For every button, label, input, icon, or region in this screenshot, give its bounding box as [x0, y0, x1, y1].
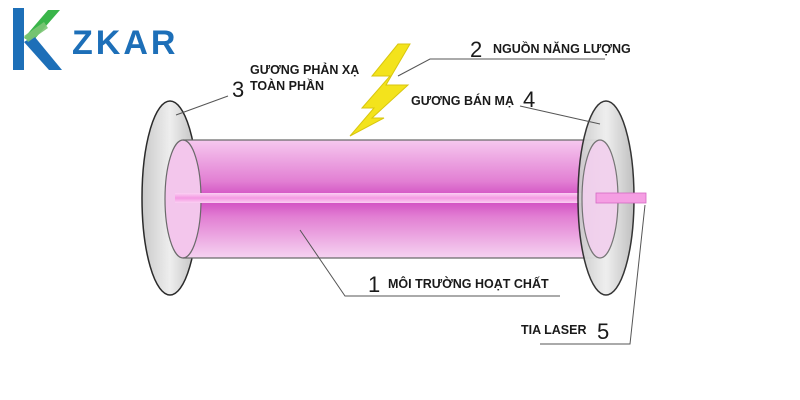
label-number: 4	[523, 87, 535, 112]
label-text: NGUỒN NĂNG LƯỢNG	[493, 41, 631, 56]
label-number: 5	[597, 319, 609, 344]
internal-beam	[175, 193, 605, 203]
label-mirror-full: 3 GƯƠNG PHẢN XẠ TOÀN PHẦN	[232, 62, 359, 102]
label-number: 2	[470, 37, 482, 62]
logo-k-mark	[13, 8, 62, 70]
label-number: 1	[368, 272, 380, 297]
laser-output-beam	[595, 192, 647, 204]
label-text: MÔI TRƯỜNG HOẠT CHẤT	[388, 276, 549, 291]
lightning-icon	[349, 43, 411, 137]
label-laser-beam: TIA LASER 5	[521, 319, 609, 344]
label-text-line-2: TOÀN PHẦN	[250, 78, 324, 93]
label-mirror-half: GƯƠNG BÁN MẠ 4	[411, 87, 535, 112]
leader-lines	[175, 58, 646, 345]
logo-text: ZKAR	[72, 24, 178, 62]
label-active-medium: 1 MÔI TRƯỜNG HOẠT CHẤT	[368, 272, 549, 297]
zkar-logo: ZKAR	[13, 8, 178, 70]
label-energy-source: 2 NGUỒN NĂNG LƯỢNG	[470, 37, 631, 62]
label-text: TIA LASER	[521, 323, 587, 337]
label-text: GƯƠNG BÁN MẠ	[411, 93, 514, 108]
label-number: 3	[232, 77, 244, 102]
label-text-line-1: GƯƠNG PHẢN XẠ	[250, 62, 359, 77]
